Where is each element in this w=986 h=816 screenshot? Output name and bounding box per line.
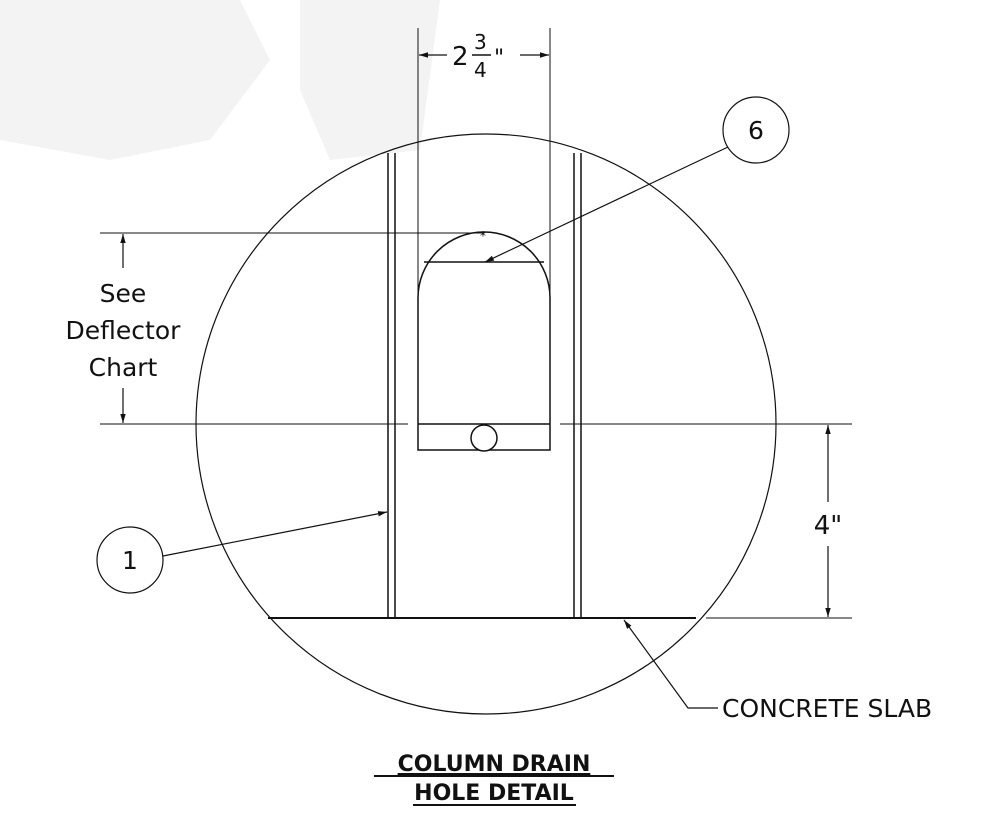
detail-title-line2: HOLE DETAIL bbox=[414, 781, 574, 806]
height-dim-label: 4" bbox=[814, 511, 843, 541]
see-deflector-text-line3: Chart bbox=[89, 353, 158, 382]
detail-title-line1: COLUMN DRAIN bbox=[398, 752, 591, 777]
concrete-slab-leader bbox=[623, 619, 718, 709]
balloon-6-leader bbox=[484, 146, 729, 263]
arc-center-mark: * bbox=[480, 229, 486, 243]
width-extension-lines bbox=[417, 28, 551, 298]
width-dim-numerator: 3 bbox=[474, 30, 487, 54]
width-dim-unit: " bbox=[494, 46, 504, 71]
see-deflector-text-line1: See bbox=[100, 279, 147, 308]
concrete-slab-label: CONCRETE SLAB bbox=[722, 694, 932, 723]
balloon-6-label: 6 bbox=[748, 116, 764, 145]
width-dim-denominator: 4 bbox=[474, 58, 487, 82]
balloon-6 bbox=[722, 96, 790, 164]
balloon-1-leader bbox=[162, 511, 388, 557]
balloon-1-label: 1 bbox=[122, 546, 138, 575]
drain-hole-slot bbox=[417, 231, 551, 451]
see-deflector-text-line2: Deflector bbox=[66, 316, 182, 345]
drain-pin-circle bbox=[470, 424, 498, 452]
balloon-1 bbox=[96, 526, 164, 594]
watermark-logo bbox=[0, 0, 440, 160]
column-walls bbox=[387, 153, 582, 618]
width-dim-whole: 2 bbox=[452, 42, 469, 72]
